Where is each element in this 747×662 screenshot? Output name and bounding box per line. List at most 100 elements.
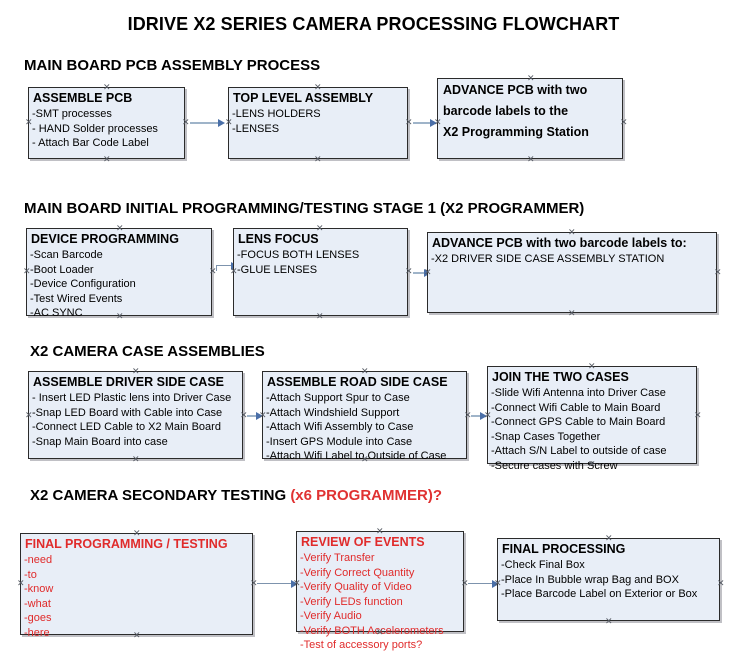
arrow-head-icon bbox=[291, 580, 298, 588]
node-assemble-road-side-case[interactable]: ASSEMBLE ROAD SIDE CASE -Attach Support … bbox=[262, 371, 467, 462]
section-heading-x2-camera-secondary-testing: X2 CAMERA SECONDARY TESTING (x6 PROGRAMM… bbox=[30, 487, 442, 504]
connection-point: ✕ bbox=[527, 154, 535, 164]
node-lens-focus[interactable]: LENS FOCUS -FOCUS BOTH LENSES -GLUE LENS… bbox=[233, 228, 408, 316]
arrow-head-icon bbox=[480, 412, 487, 420]
connection-point: ✕ bbox=[588, 361, 596, 371]
connection-point: ✕ bbox=[316, 311, 324, 321]
node-line: -Check Final Box bbox=[501, 559, 585, 571]
connection-point: ✕ bbox=[225, 117, 233, 127]
node-line: -Snap Cases Together bbox=[491, 430, 601, 443]
node-line: -Verify Quality of Video bbox=[300, 581, 412, 593]
node-line: -goes bbox=[24, 612, 52, 624]
connection-point: ✕ bbox=[259, 410, 267, 420]
node-line: -Verify LEDs function bbox=[300, 595, 403, 608]
section-heading-text: MAIN BOARD INITIAL PROGRAMMING/TESTING S… bbox=[24, 200, 585, 217]
node-line: -FOCUS BOTH LENSES bbox=[237, 249, 360, 261]
node-line: -Scan Barcode bbox=[30, 249, 103, 261]
node-top-level-assembly[interactable]: TOP LEVEL ASSEMBLY -LENS HOLDERS -LENSES bbox=[228, 87, 408, 159]
node-line: -Attach Wifi Assembly to Case bbox=[266, 421, 414, 433]
node-line: -SMT processes bbox=[32, 108, 112, 120]
connection-point: ✕ bbox=[717, 578, 725, 588]
connection-point: ✕ bbox=[424, 267, 432, 277]
node-line: - Attach Bar Code Label bbox=[32, 137, 149, 149]
node-title: FINAL PROGRAMMING / TESTING bbox=[25, 537, 228, 551]
connection-point: ✕ bbox=[361, 454, 369, 464]
connection-point: ✕ bbox=[17, 578, 25, 588]
node-line: -AC SYNC bbox=[30, 307, 83, 319]
node-line: - Insert LED Plastic lens into Driver Ca… bbox=[32, 392, 232, 404]
connection-point: ✕ bbox=[434, 117, 442, 127]
section-heading-x2-camera-case-assemblies: X2 CAMERA CASE ASSEMBLIES bbox=[30, 343, 265, 360]
node-final-programming-testing[interactable]: FINAL PROGRAMMING / TESTING -need -to -k… bbox=[20, 533, 253, 639]
connection-point: ✕ bbox=[605, 533, 613, 543]
connection-point: ✕ bbox=[314, 82, 322, 92]
connector-assemble-pcb-to-top-level bbox=[190, 122, 222, 124]
connection-point: ✕ bbox=[620, 117, 628, 127]
node-title: FINAL PROCESSING bbox=[502, 542, 626, 556]
arrow-head-icon bbox=[430, 119, 437, 127]
connection-point: ✕ bbox=[116, 223, 124, 233]
connection-point: ✕ bbox=[25, 117, 33, 127]
section-heading-main-board-initial-programming: MAIN BOARD INITIAL PROGRAMMING/TESTING S… bbox=[24, 200, 584, 217]
node-line: -Verify Correct Quantity bbox=[300, 566, 415, 579]
node-line: -LENS HOLDERS bbox=[232, 108, 321, 120]
node-join-the-two-cases[interactable]: JOIN THE TWO CASES -Slide Wifi Antenna i… bbox=[487, 366, 697, 472]
connection-point: ✕ bbox=[376, 627, 384, 637]
node-advance-pcb-driver-side[interactable]: ADVANCE PCB with two barcode labels to: … bbox=[427, 232, 717, 313]
node-advance-pcb-programming-station[interactable]: ADVANCE PCB with two barcode labels to t… bbox=[437, 78, 623, 159]
connection-point: ✕ bbox=[694, 410, 702, 420]
node-device-programming[interactable]: DEVICE PROGRAMMING -Scan Barcode -Boot L… bbox=[26, 228, 212, 319]
connection-point: ✕ bbox=[714, 267, 722, 277]
connection-point: ✕ bbox=[293, 578, 301, 588]
connector-device-programming-to-lens-focus bbox=[216, 265, 236, 266]
connection-point: ✕ bbox=[484, 410, 492, 420]
connection-point: ✕ bbox=[361, 366, 369, 376]
node-line: -to bbox=[24, 568, 37, 581]
section-heading-accent: (x6 PROGRAMMER)? bbox=[290, 487, 442, 504]
node-title-line: X2 Programming Station bbox=[443, 125, 589, 139]
connection-point: ✕ bbox=[25, 410, 33, 420]
node-line: -Verify BOTH Accelerometers bbox=[300, 624, 444, 637]
node-line: -LENSES bbox=[232, 122, 280, 135]
node-line: -here bbox=[24, 626, 50, 639]
section-heading-main-board-pcb-assembly: MAIN BOARD PCB ASSEMBLY PROCESS bbox=[24, 57, 320, 74]
connection-point: ✕ bbox=[464, 410, 472, 420]
connection-point: ✕ bbox=[103, 82, 111, 92]
arrow-head-icon bbox=[492, 580, 499, 588]
node-line: -Snap LED Board with Cable into Case bbox=[32, 406, 223, 419]
node-title: DEVICE PROGRAMMING bbox=[31, 232, 179, 246]
connector-road-case-to-join-cases bbox=[471, 415, 485, 417]
connection-point: ✕ bbox=[405, 266, 413, 276]
connection-point: ✕ bbox=[568, 308, 576, 318]
node-assemble-driver-side-case[interactable]: ASSEMBLE DRIVER SIDE CASE - Insert LED P… bbox=[28, 371, 243, 459]
node-title: LENS FOCUS bbox=[238, 232, 319, 246]
node-line: -Attach Support Spur to Case bbox=[266, 392, 410, 404]
connection-point: ✕ bbox=[461, 578, 469, 588]
node-title: ADVANCE PCB with two barcode labels to: bbox=[432, 236, 687, 250]
connection-point: ✕ bbox=[230, 266, 238, 276]
node-final-processing[interactable]: FINAL PROCESSING -Check Final Box -Place… bbox=[497, 538, 720, 621]
connection-point: ✕ bbox=[568, 227, 576, 237]
node-line: -X2 DRIVER SIDE CASE ASSEMBLY STATION bbox=[431, 253, 665, 265]
connection-point: ✕ bbox=[116, 311, 124, 321]
node-assemble-pcb[interactable]: ASSEMBLE PCB -SMT processes - HAND Solde… bbox=[28, 87, 185, 159]
connector-elbow bbox=[216, 265, 217, 271]
node-title: ADVANCE PCB with two bbox=[443, 83, 588, 97]
node-line: -know bbox=[24, 583, 54, 595]
connection-point: ✕ bbox=[494, 578, 502, 588]
connector-top-level-to-advance-pcb bbox=[413, 122, 435, 124]
connection-point: ✕ bbox=[182, 117, 190, 127]
node-title: REVIEW OF EVENTS bbox=[301, 535, 425, 549]
node-title: TOP LEVEL ASSEMBLY bbox=[233, 91, 374, 105]
node-line: -Verify Audio bbox=[300, 610, 362, 622]
connection-point: ✕ bbox=[132, 454, 140, 464]
node-line: -Attach Windshield Support bbox=[266, 406, 400, 419]
node-line-overflow: -Test of accessory ports? bbox=[300, 639, 423, 651]
connection-point: ✕ bbox=[314, 154, 322, 164]
page-title: IDRIVE X2 SERIES CAMERA PROCESSING FLOWC… bbox=[127, 14, 620, 34]
node-review-of-events[interactable]: REVIEW OF EVENTS -Verify Transfer -Verif… bbox=[296, 531, 464, 651]
node-line: -Insert GPS Module into Case bbox=[266, 435, 413, 448]
connection-point: ✕ bbox=[588, 459, 596, 469]
node-line: -need bbox=[24, 554, 53, 566]
node-line: - HAND Solder processes bbox=[32, 122, 158, 135]
